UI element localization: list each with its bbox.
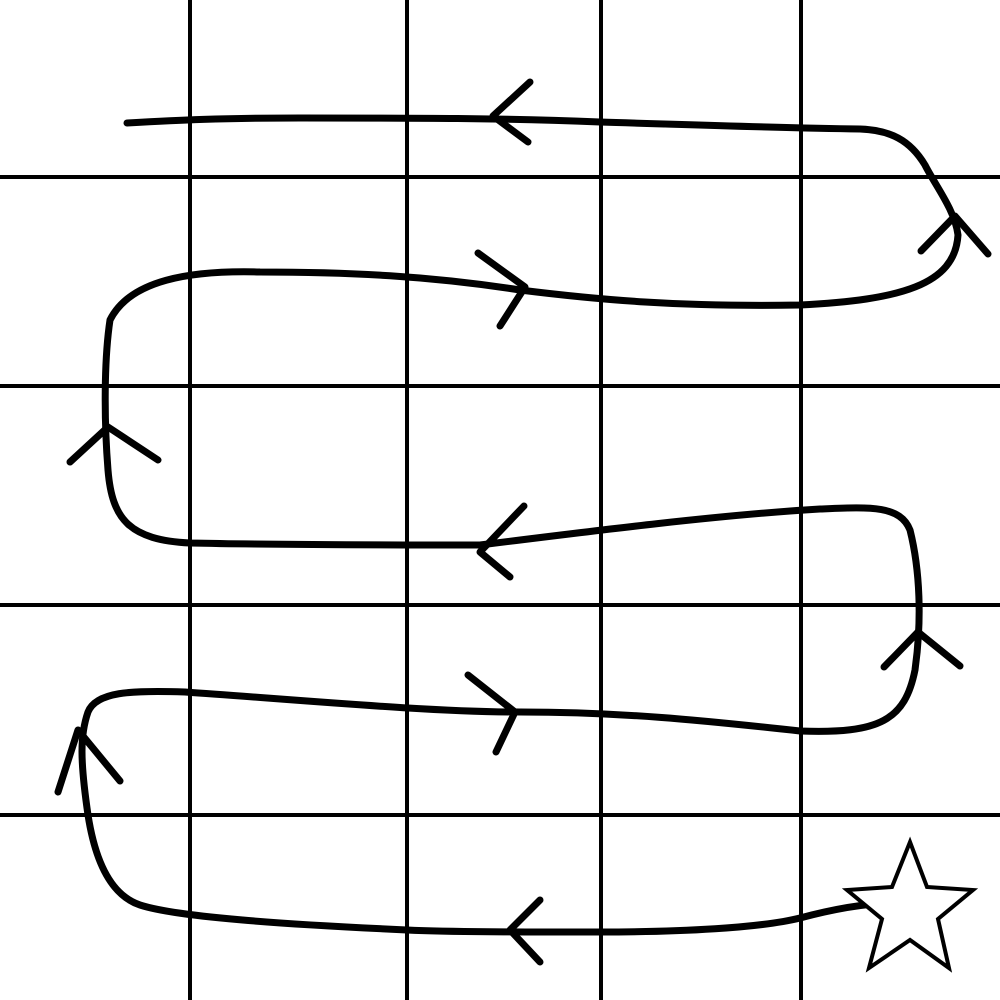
arrowhead-icon	[464, 671, 519, 756]
snake-path	[78, 114, 962, 936]
arrowhead-icon	[474, 249, 529, 330]
arrowhead-icon	[66, 423, 162, 466]
arrowhead-icon	[54, 726, 124, 796]
star-icon	[841, 836, 979, 973]
arrowhead-icon	[506, 896, 544, 966]
arrowhead-icon	[917, 212, 992, 258]
arrowheads	[54, 78, 992, 966]
arrowhead-icon	[476, 502, 528, 581]
arrowhead-icon	[880, 628, 964, 671]
arrowhead-icon	[489, 78, 534, 146]
